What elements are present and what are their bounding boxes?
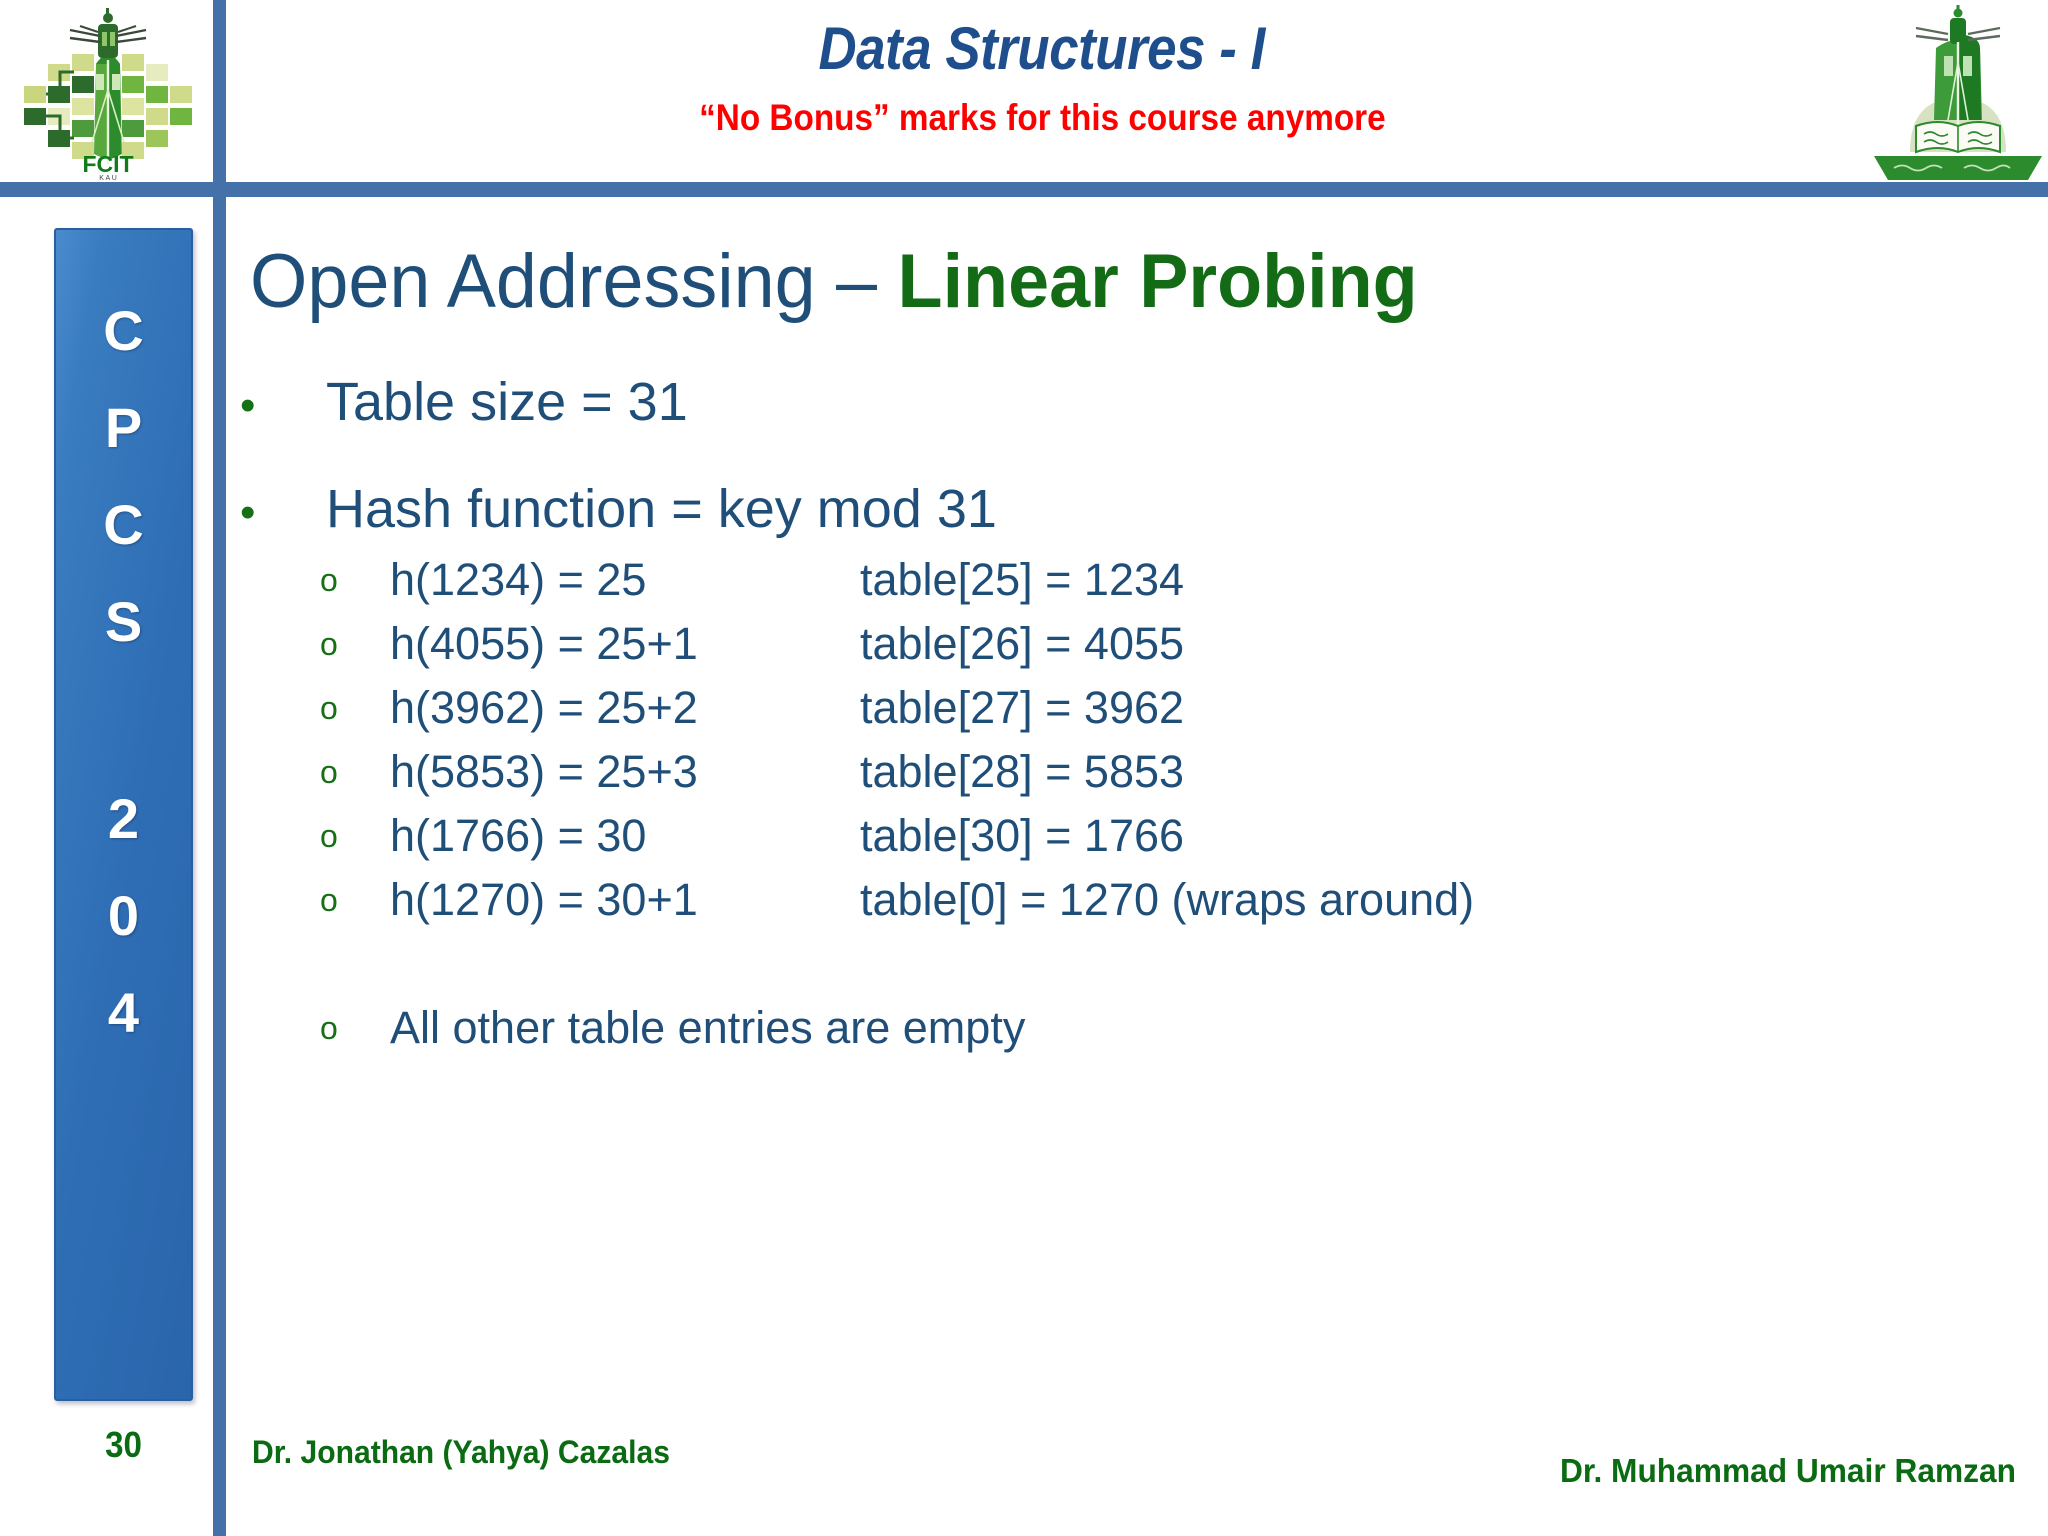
table-assignment: table[0] = 1270 (wraps around) <box>860 874 1475 925</box>
list-item-label: Hash function = key mod 31 <box>326 479 997 539</box>
slide-title-part1: Open Addressing – <box>250 239 898 324</box>
deck-subtitle-notice: “No Bonus” marks for this course anymore <box>698 97 1386 138</box>
deck-title: Data Structures - I <box>818 15 1266 82</box>
table-assignment: table[27] = 3962 <box>860 682 1185 733</box>
hash-expression: h(3962) = 25+2 <box>390 682 698 733</box>
bullet-circle-icon: o <box>320 754 338 790</box>
bullet-dot-icon: • <box>240 488 256 537</box>
header-divider-horizontal <box>0 182 2048 197</box>
sidebar-letter-2: 2 <box>107 787 140 850</box>
course-code-sidebar: C P C S 2 0 4 <box>54 228 193 1401</box>
hash-expression: h(4055) = 25+1 <box>390 618 698 669</box>
list-item-hash-function: • Hash function = key mod 31 <box>240 482 997 536</box>
slide-title: Open Addressing – Linear Probing <box>250 238 1986 326</box>
bullet-circle-icon: o <box>320 690 338 726</box>
hash-expression: h(1270) = 30+1 <box>390 874 698 925</box>
hash-expression: h(1766) = 30 <box>390 810 647 861</box>
table-row: o h(1270) = 30+1 table[0] = 1270 (wraps … <box>320 868 1560 932</box>
list-item-label: All other table entries are empty <box>390 1002 1026 1053</box>
fcit-logo: FCIT K A U <box>8 2 208 180</box>
hash-expression: h(1234) = 25 <box>390 554 647 605</box>
bullet-dot-icon: • <box>240 381 256 430</box>
bullet-circle-icon: o <box>320 562 338 598</box>
slide-title-highlight: Linear Probing <box>897 239 1418 324</box>
sidebar-letter-p: P <box>104 396 143 459</box>
slide-header: FCIT K A U Data Structures - I “No Bonus… <box>0 0 2048 182</box>
header-divider-vertical <box>213 0 226 182</box>
table-assignment: table[25] = 1234 <box>860 554 1185 605</box>
table-assignment: table[28] = 5853 <box>860 746 1185 797</box>
table-row: o h(3962) = 25+2 table[27] = 3962 <box>320 676 1560 740</box>
bullet-circle-icon: o <box>320 1010 338 1046</box>
hash-expression: h(5853) = 25+3 <box>390 746 698 797</box>
sidebar-letter-s: S <box>104 590 143 653</box>
sidebar-letter-c2: C <box>103 493 144 556</box>
header-title-zone: Data Structures - I “No Bonus” marks for… <box>232 0 1852 180</box>
slide-content: Open Addressing – Linear Probing • Table… <box>240 210 2040 1410</box>
bullet-circle-icon: o <box>320 882 338 918</box>
svg-text:FCIT: FCIT <box>82 151 133 177</box>
list-item-all-other-empty: o All other table entries are empty <box>320 996 1570 1060</box>
table-assignment: table[26] = 4055 <box>860 618 1185 669</box>
bullet-circle-icon: o <box>320 818 338 854</box>
sidebar-letter-4: 4 <box>107 981 140 1044</box>
table-row: o h(1234) = 25 table[25] = 1234 <box>320 548 1560 612</box>
table-row: o h(1766) = 30 table[30] = 1766 <box>320 804 1560 868</box>
footer-author-primary: Dr. Jonathan (Yahya) Cazalas <box>252 1434 670 1470</box>
body-divider-vertical <box>213 197 226 1536</box>
bullet-circle-icon: o <box>320 626 338 662</box>
table-row: o h(5853) = 25+3 table[28] = 5853 <box>320 740 1560 804</box>
sidebar-letter-0: 0 <box>107 884 140 947</box>
page-number: 30 <box>105 1424 142 1465</box>
svg-text:K A U: K A U <box>99 175 117 180</box>
sidebar-letter-c1: C <box>103 299 144 362</box>
footer-author-secondary: Dr. Muhammad Umair Ramzan <box>1560 1452 2016 1489</box>
kau-logo <box>1868 2 2048 180</box>
list-item-label: Table size = 31 <box>326 372 688 432</box>
table-assignment: table[30] = 1766 <box>860 810 1185 861</box>
table-row: o h(4055) = 25+1 table[26] = 4055 <box>320 612 1560 676</box>
list-item-table-size: • Table size = 31 <box>240 375 688 429</box>
